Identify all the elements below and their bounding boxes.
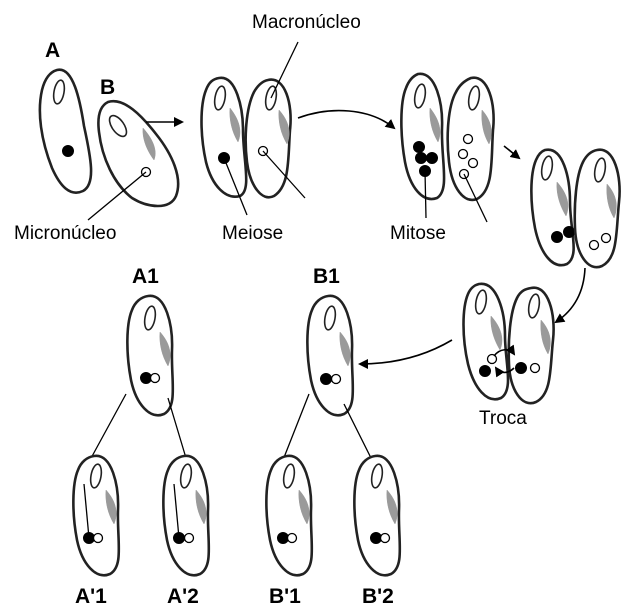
arrow-3 <box>504 146 519 158</box>
cell-a-prime-1 <box>73 456 119 575</box>
cell-b-initial <box>98 101 178 206</box>
label-meiose: Meiose <box>222 223 283 244</box>
pair-meiose <box>202 78 291 197</box>
cell-b-prime-1 <box>266 456 312 575</box>
label-micronucleo: Micronúcleo <box>14 223 116 244</box>
label-b-prime-2: B'2 <box>362 585 394 608</box>
cell-a-initial <box>40 70 91 193</box>
cell-a-prime-2 <box>163 456 209 575</box>
label-a: A <box>45 39 60 62</box>
label-b: B <box>100 76 115 99</box>
pair-troca <box>464 284 554 403</box>
label-mitose: Mitose <box>390 223 446 244</box>
arrow-2 <box>298 111 394 128</box>
label-a-prime-1: A'1 <box>75 585 107 608</box>
cell-a1 <box>127 296 173 415</box>
label-a-prime-2: A'2 <box>167 585 199 608</box>
arrow-5 <box>360 340 452 364</box>
cell-b1 <box>307 296 353 415</box>
label-b1: B1 <box>313 265 340 288</box>
cell-b-prime-2 <box>354 456 400 575</box>
label-troca: Troca <box>479 408 527 429</box>
arrow-4 <box>556 268 585 322</box>
label-macronucleo: Macronúcleo <box>252 12 361 33</box>
pair-stage-4 <box>531 150 619 268</box>
label-b-prime-1: B'1 <box>269 585 301 608</box>
pair-mitose <box>401 74 493 200</box>
label-a1: A1 <box>132 265 159 288</box>
